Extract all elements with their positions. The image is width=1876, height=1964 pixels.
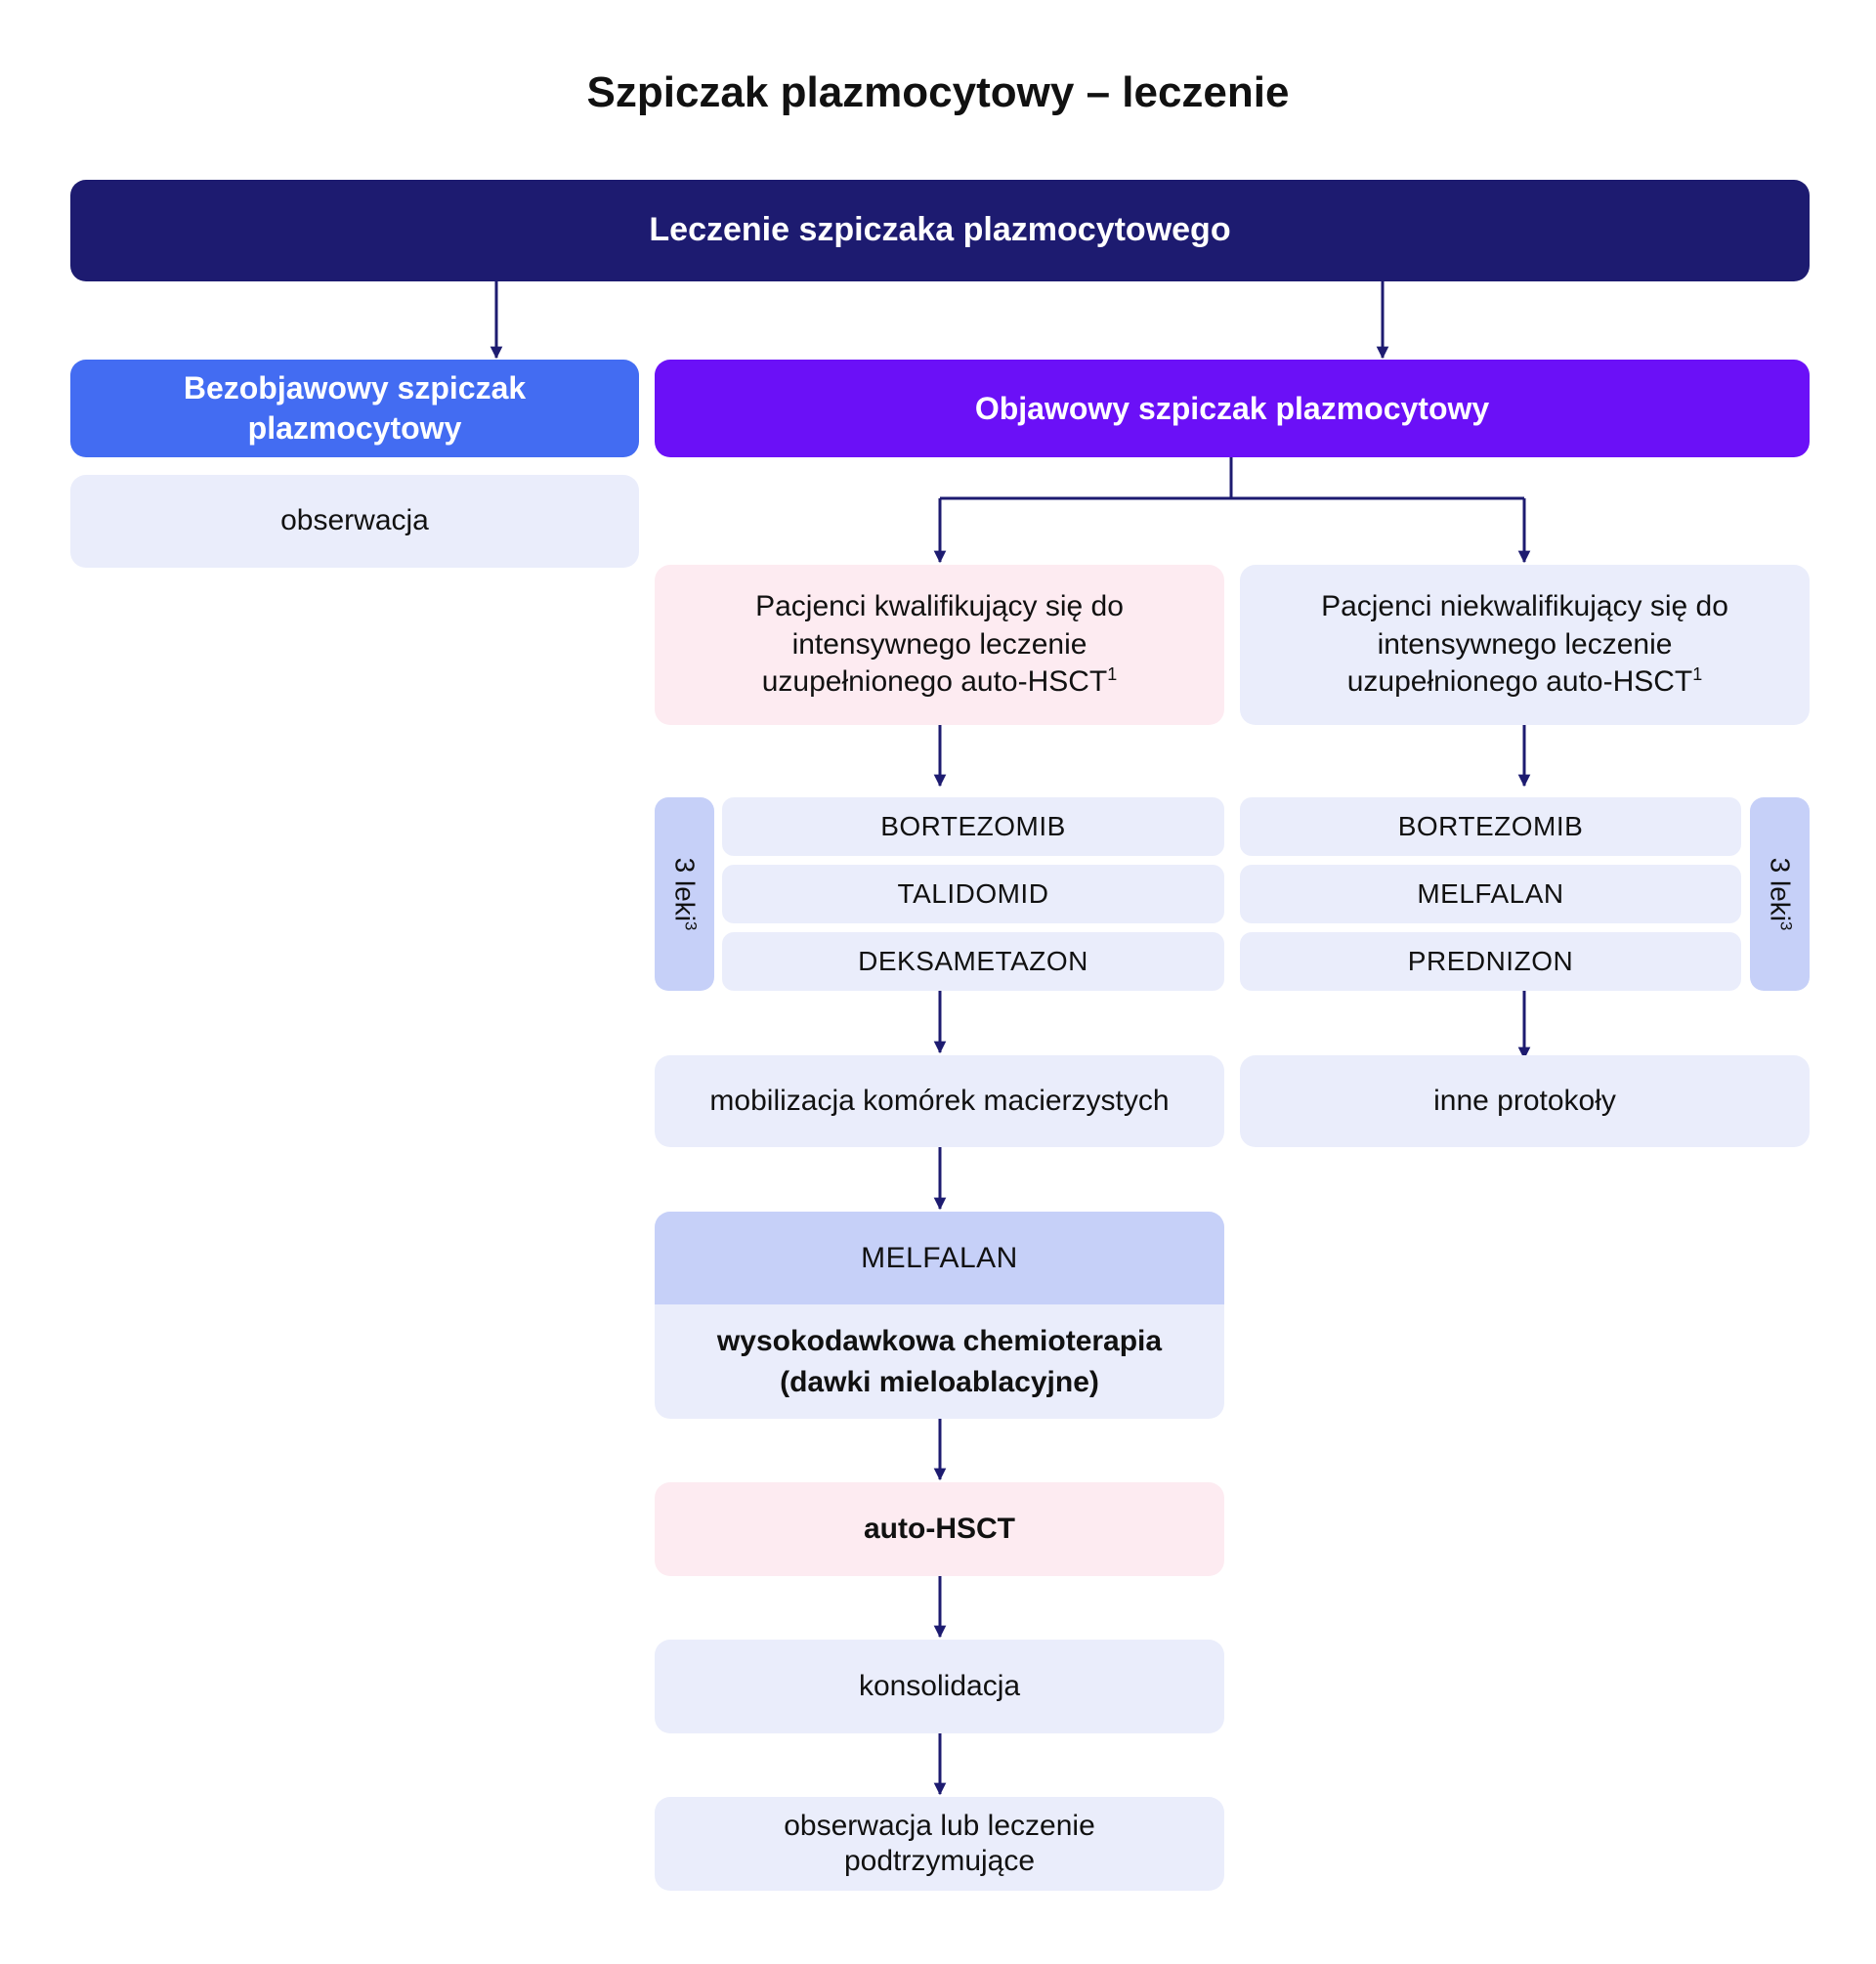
regimen-label-right: 3 leki3 (1750, 797, 1810, 991)
asymptomatic-node: Bezobjawowy szpiczak plazmocytowy (70, 360, 639, 457)
transplant-node: auto-HSCT (655, 1482, 1224, 1576)
regimen-label-left: 3 leki3 (655, 797, 714, 991)
ineligible-patients-node: Pacjenci niekwalifikujący się do intensy… (1240, 565, 1810, 725)
observation-node: obserwacja (70, 475, 639, 568)
mobilization-node: mobilizacja komórek macierzystych (655, 1055, 1224, 1147)
footnote-marker: 3 (681, 921, 701, 931)
other-protocols-node: inne protokoły (1240, 1055, 1810, 1147)
symptomatic-node: Objawowy szpiczak plazmocytowy (655, 360, 1810, 457)
drug-item: DEKSAMETAZON (722, 932, 1224, 991)
footnote-marker: 1 (1692, 664, 1703, 685)
drug-item: BORTEZOMIB (722, 797, 1224, 856)
regimen-label-text: 3 leki (669, 857, 701, 922)
footnote-marker: 1 (1107, 664, 1118, 685)
consolidation-node: konsolidacja (655, 1640, 1224, 1733)
drug-item: TALIDOMID (722, 865, 1224, 923)
eligible-patients-label: Pacjenci kwalifikujący się do intensywne… (755, 590, 1124, 699)
chemotherapy-node: MELFALAN wysokodawkowa chemioterapia (da… (655, 1212, 1224, 1419)
drug-item: MELFALAN (1240, 865, 1741, 923)
regimen-label-text: 3 leki (1765, 857, 1796, 922)
eligible-patients-node: Pacjenci kwalifikujący się do intensywne… (655, 565, 1224, 725)
drug-item: PREDNIZON (1240, 932, 1741, 991)
footnote-marker: 3 (1776, 921, 1796, 931)
diagram-title: Szpiczak plazmocytowy – leczenie (586, 68, 1290, 116)
root-node: Leczenie szpiczaka plazmocytowego (70, 180, 1810, 281)
maintenance-node: obserwacja lub leczenie podtrzymujące (655, 1797, 1224, 1891)
chemotherapy-description: wysokodawkowa chemioterapia (dawki mielo… (716, 1324, 1163, 1398)
chemotherapy-drug: MELFALAN (655, 1212, 1224, 1304)
ineligible-patients-label: Pacjenci niekwalifikujący się do intensy… (1321, 590, 1728, 699)
drug-item: BORTEZOMIB (1240, 797, 1741, 856)
